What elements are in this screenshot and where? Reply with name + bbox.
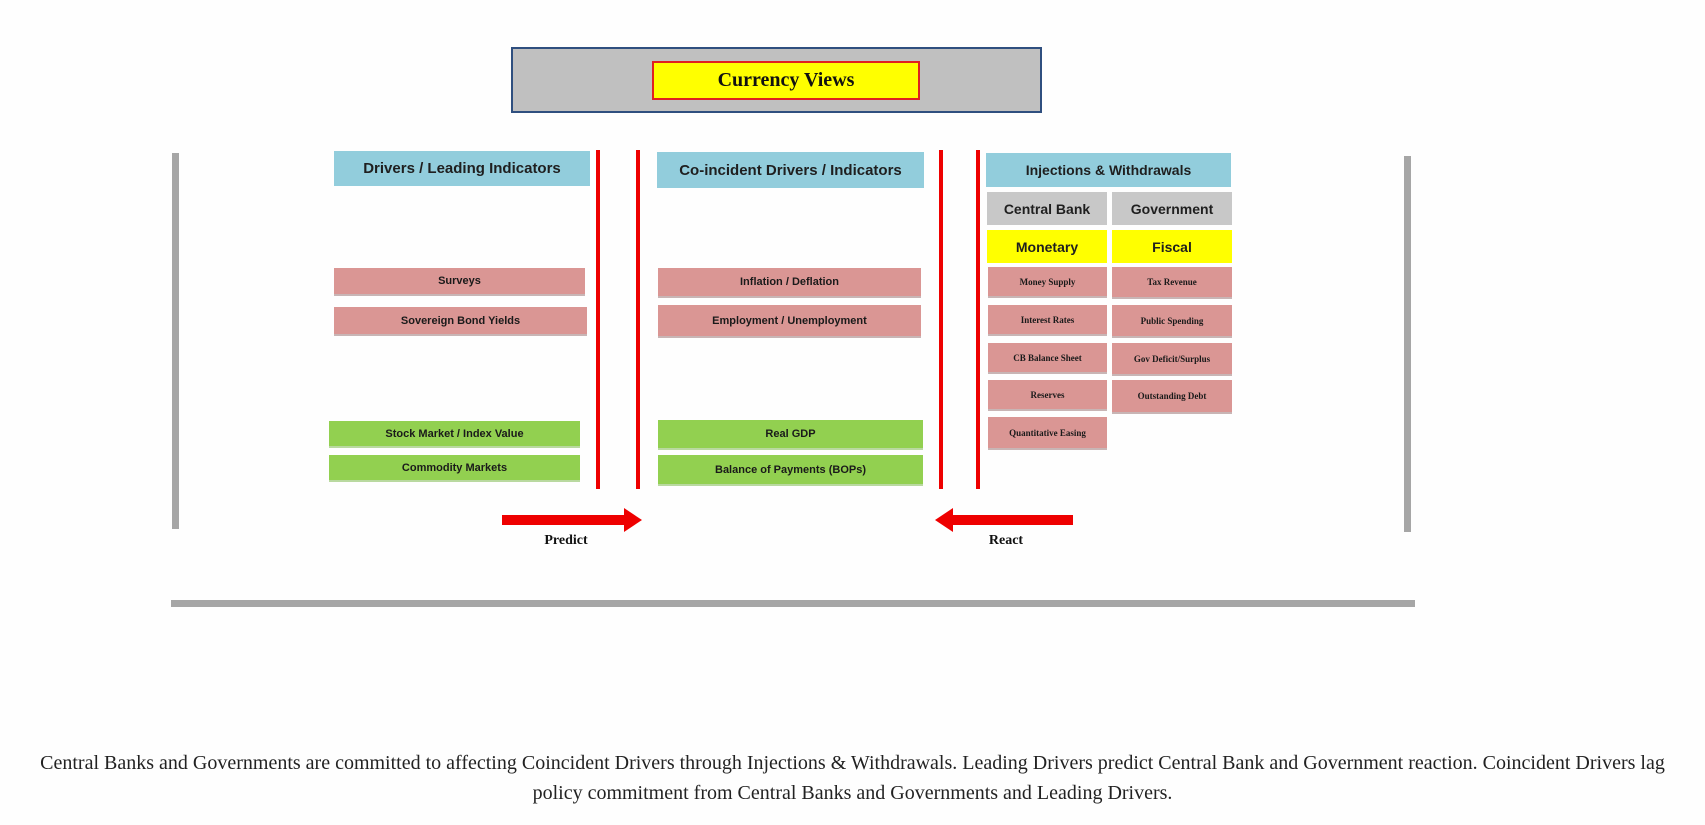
frame-bottom [171,600,1415,607]
coincident-item-employment: Employment / Unemployment [658,305,921,338]
separator-3 [939,150,943,489]
monetary-label: Monetary [987,230,1107,263]
predict-label: Predict [544,533,588,548]
leading-item-bond-yields: Sovereign Bond Yields [334,307,587,336]
header-coincident: Co-incident Drivers / Indicators [657,152,924,188]
page-title: Currency Views [652,61,920,100]
fiscal-label: Fiscal [1112,230,1232,263]
frame-right [1404,156,1411,532]
predict-arrow-icon [502,508,642,532]
header-leading: Drivers / Leading Indicators [334,151,590,186]
gov-item-deficit-surplus: Gov Deficit/Surplus [1112,343,1232,376]
coincident-item-real-gdp: Real GDP [658,420,923,450]
central-bank-label: Central Bank [987,192,1107,225]
coincident-item-bops: Balance of Payments (BOPs) [658,455,923,486]
separator-4 [976,150,980,489]
header-injections: Injections & Withdrawals [986,153,1231,187]
cb-item-interest-rates: Interest Rates [988,305,1107,336]
react-label: React [988,533,1024,548]
caption-text: Central Banks and Governments are commit… [40,752,1665,804]
leading-item-surveys: Surveys [334,268,585,296]
cb-item-qe: Quantitative Easing [988,417,1107,450]
gov-item-public-spending: Public Spending [1112,305,1232,338]
frame-left [172,153,179,529]
cb-item-reserves: Reserves [988,380,1107,411]
cb-item-money-supply: Money Supply [988,267,1107,298]
leading-item-stock-market: Stock Market / Index Value [329,421,580,448]
cb-item-balance-sheet: CB Balance Sheet [988,343,1107,374]
leading-item-commodity-markets: Commodity Markets [329,455,580,482]
gov-item-outstanding-debt: Outstanding Debt [1112,380,1232,414]
gov-item-tax-revenue: Tax Revenue [1112,267,1232,299]
separator-1 [596,150,600,489]
government-label: Government [1112,192,1232,225]
react-arrow-icon [935,508,1073,532]
separator-2 [636,150,640,489]
coincident-item-inflation: Inflation / Deflation [658,268,921,298]
